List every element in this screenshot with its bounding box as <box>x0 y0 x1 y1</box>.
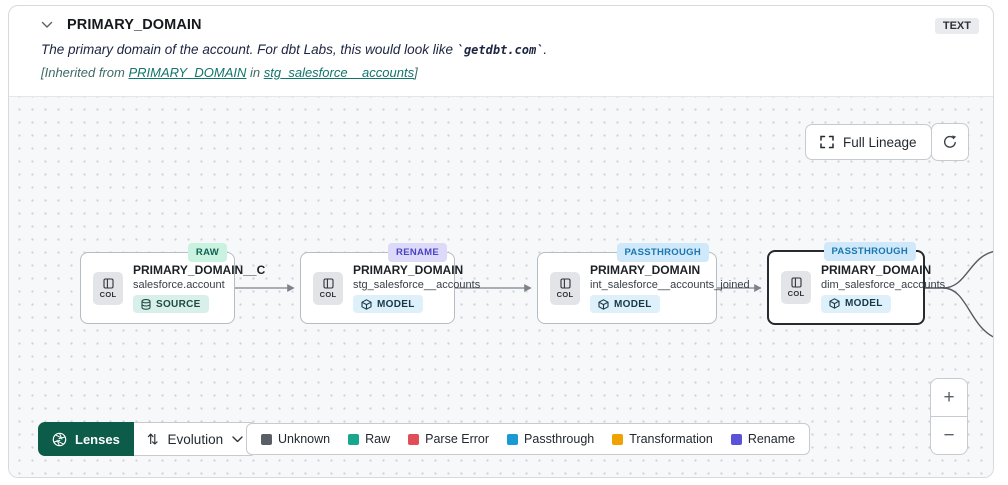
columns-icon <box>322 277 334 289</box>
inherited-model-link[interactable]: stg_salesforce__accounts <box>263 65 415 80</box>
lenses-label: Lenses <box>75 431 120 447</box>
inherited-from-line: [Inherited from PRIMARY_DOMAIN in stg_sa… <box>41 65 979 80</box>
col-chip-label: COL <box>556 289 574 299</box>
lens-selected-label: Evolution <box>167 431 224 447</box>
evolution-legend: Unknown Raw Parse Error Passthrough Tran… <box>246 423 811 455</box>
lenses-button[interactable]: Lenses <box>38 422 134 456</box>
column-chip: COL <box>313 271 343 305</box>
cube-icon <box>361 298 372 310</box>
legend-item-unknown: Unknown <box>261 432 330 446</box>
lineage-node-salesforce-account[interactable]: RAW COL PRIMARY_DOMAIN__C salesforce.acc… <box>80 243 266 324</box>
zoom-out-button[interactable]: − <box>931 417 967 454</box>
node-model-name: dim_salesforce_accounts <box>821 278 946 291</box>
node-type-label: MODEL <box>377 298 415 310</box>
evolution-badge: PASSTHROUGH <box>616 243 709 262</box>
column-chip: COL <box>781 271 811 304</box>
lineage-node-stg-salesforce-accounts[interactable]: RENAME COL PRIMARY_DOMAIN stg_salesforce… <box>300 243 481 324</box>
expand-icon <box>820 135 834 149</box>
column-chip: COL <box>93 271 123 305</box>
columns-icon <box>102 277 114 289</box>
node-column-name: PRIMARY_DOMAIN <box>590 263 701 277</box>
legend-label: Unknown <box>278 432 331 446</box>
description-code: `getdbt.com` <box>456 43 544 57</box>
chevron-down-icon <box>232 435 243 442</box>
zoom-controls: + − <box>930 378 968 455</box>
legend-swatch <box>261 433 272 445</box>
evolution-badge: RAW <box>187 243 227 262</box>
col-chip-label: COL <box>787 289 805 298</box>
lineage-canvas[interactable]: Full Lineage RAW COL PRIMARY_DOMAIN__C s… <box>9 96 993 477</box>
column-lineage-panel: PRIMARY_DOMAIN TEXT The primary domain o… <box>8 5 994 478</box>
node-model-name: int_salesforce__accounts_joined <box>590 279 750 291</box>
lens-select-dropdown[interactable]: ⇅ Evolution <box>133 422 258 456</box>
collapse-chevron-icon[interactable] <box>41 21 53 29</box>
panel-header: PRIMARY_DOMAIN TEXT The primary domain o… <box>9 6 993 80</box>
node-model-name: salesforce.account <box>133 279 225 291</box>
inherited-suffix: ] <box>414 65 418 80</box>
legend-swatch <box>348 433 360 445</box>
inherited-column-link[interactable]: PRIMARY_DOMAIN <box>128 65 247 80</box>
column-chip: COL <box>550 271 580 305</box>
database-icon <box>141 298 151 310</box>
node-type-pill: MODEL <box>353 295 423 313</box>
node-type-pill: MODEL <box>821 294 891 313</box>
node-column-name: PRIMARY_DOMAIN__C <box>133 263 266 277</box>
column-type-badge: TEXT <box>934 18 979 34</box>
col-chip-label: COL <box>99 289 117 299</box>
legend-label: Passthrough <box>524 432 595 446</box>
inherited-middle: in <box>246 65 264 80</box>
cube-icon <box>598 298 609 310</box>
node-column-name: PRIMARY_DOMAIN <box>353 263 464 277</box>
legend-item-raw: Raw <box>348 432 390 446</box>
lineage-node-dim-salesforce-accounts[interactable]: PASSTHROUGH COL PRIMARY_DOMAIN dim_sales… <box>767 242 946 325</box>
columns-icon <box>790 277 802 288</box>
evolution-icon: ⇅ <box>146 430 159 447</box>
legend-swatch <box>408 433 420 445</box>
node-type-label: MODEL <box>614 298 652 310</box>
legend-label: Parse Error <box>425 432 490 446</box>
legend-label: Transformation <box>629 432 713 446</box>
legend-item-parse-error: Parse Error <box>408 432 489 446</box>
legend-label: Raw <box>365 432 391 446</box>
full-lineage-button[interactable]: Full Lineage <box>805 124 932 160</box>
evolution-badge: RENAME <box>388 243 447 262</box>
aperture-icon <box>52 432 67 446</box>
columns-icon <box>559 277 571 289</box>
node-type-pill: SOURCE <box>133 295 209 313</box>
col-chip-label: COL <box>319 289 337 299</box>
legend-item-rename: Rename <box>730 432 796 446</box>
legend-item-passthrough: Passthrough <box>507 432 594 446</box>
node-column-name: PRIMARY_DOMAIN <box>821 262 932 277</box>
description-period: . <box>543 42 548 57</box>
cube-icon <box>829 298 840 309</box>
legend-swatch <box>730 433 742 445</box>
inherited-prefix: [Inherited from <box>41 65 129 80</box>
node-type-pill: MODEL <box>590 295 660 313</box>
node-type-label: MODEL <box>845 298 883 309</box>
refresh-icon <box>944 135 957 148</box>
description-text: The primary domain of the account. For d… <box>41 42 457 57</box>
legend-label: Rename <box>747 432 796 446</box>
node-type-label: SOURCE <box>156 298 201 310</box>
column-description: The primary domain of the account. For d… <box>41 42 979 57</box>
zoom-in-button[interactable]: + <box>931 379 967 417</box>
evolution-badge: PASSTHROUGH <box>823 242 916 261</box>
lineage-node-int-salesforce-accounts-joined[interactable]: PASSTHROUGH COL PRIMARY_DOMAIN int_sales… <box>537 243 750 324</box>
legend-swatch <box>507 433 519 445</box>
node-model-name: stg_salesforce__accounts <box>353 279 481 291</box>
lineage-edges <box>235 251 993 338</box>
refresh-lineage-button[interactable] <box>931 123 969 161</box>
full-lineage-label: Full Lineage <box>843 134 917 150</box>
column-title: PRIMARY_DOMAIN <box>67 17 202 33</box>
legend-item-transformation: Transformation <box>612 432 713 446</box>
lens-controls: Lenses ⇅ Evolution <box>38 422 258 456</box>
legend-swatch <box>612 433 624 445</box>
